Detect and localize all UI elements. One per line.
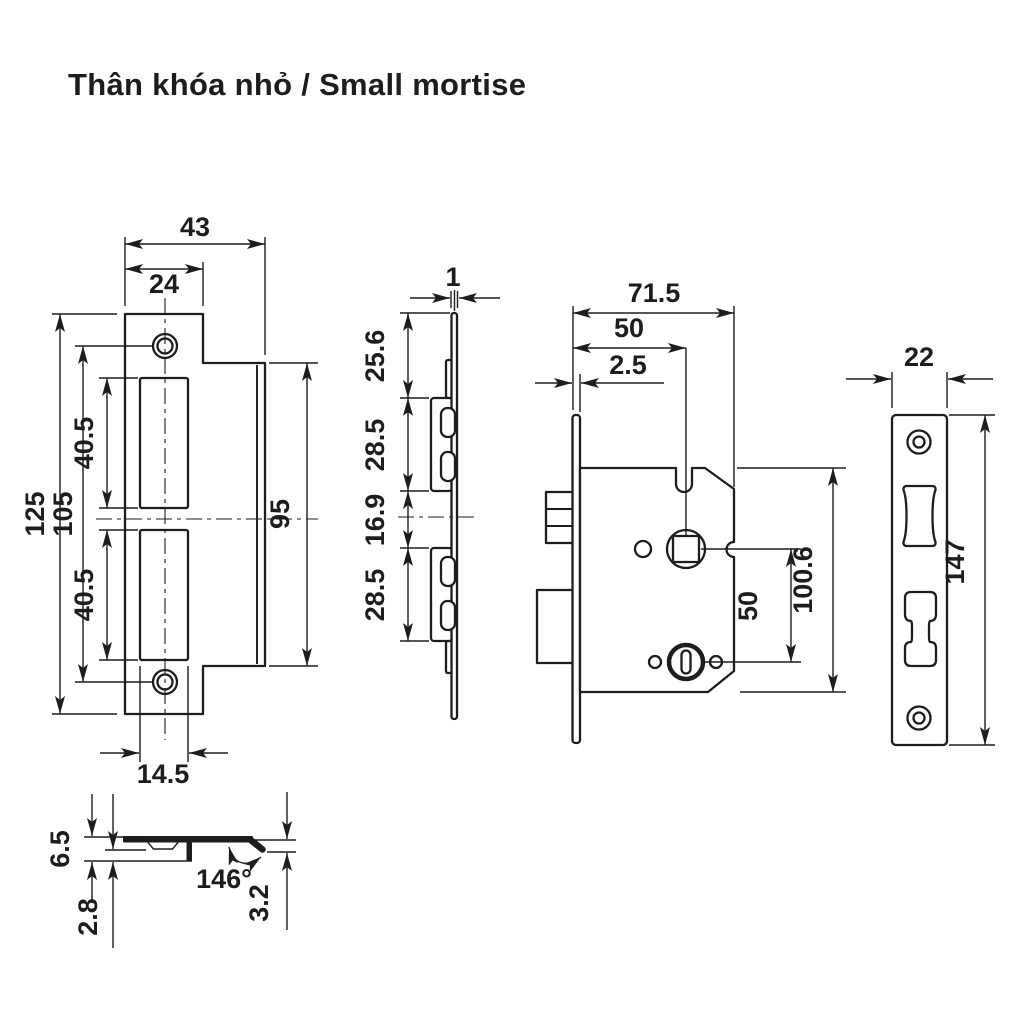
strike-cutout-bottom	[138, 528, 190, 662]
page-title: Thân khóa nhỏ / Small mortise	[68, 67, 527, 102]
profile-pressed-dip	[147, 842, 179, 850]
dim-lip-angle: 146°	[196, 864, 252, 894]
faceplate-deadbolt-cutout	[903, 590, 938, 668]
dim-box-top: 28.5	[360, 419, 390, 472]
faceplate-latch-cutout	[902, 484, 937, 548]
profile-plate	[123, 836, 253, 843]
spindle-square-hole	[671, 534, 701, 564]
faceplate-screw-top	[906, 429, 932, 455]
dim-spindle-to-cylinder: 50	[733, 591, 763, 621]
dim-body-height: 100.6	[788, 546, 818, 614]
profile-lip	[246, 836, 266, 853]
side-slot	[439, 599, 457, 632]
faceplate-front-view: 22 147	[846, 342, 995, 747]
dim-lip-height: 95	[265, 499, 295, 529]
deadbolt	[535, 588, 575, 665]
lock-body-view: 71.5 50 2.5 100.6 50	[535, 278, 846, 745]
faceplate-screw-bottom	[906, 705, 932, 731]
side-plate	[450, 311, 459, 721]
dim-faceplate-height: 147	[940, 539, 970, 584]
profile-tab	[186, 842, 192, 861]
strike-profile-view: 6.5 2.8 146° 3.2	[45, 792, 296, 948]
screw-hole-left	[647, 654, 663, 670]
dim-profile-overall: 6.5	[45, 830, 75, 868]
dim-cutout-height-top: 40.5	[69, 417, 99, 470]
dim-tab-depth: 2.8	[73, 898, 103, 936]
side-slot	[439, 406, 457, 439]
strike-cutout-top	[138, 376, 190, 510]
dim-faceplate-width: 22	[904, 342, 934, 372]
dim-faceplate-thickness: 2.5	[609, 350, 647, 380]
dim-inner-width: 24	[149, 269, 179, 299]
strike-plate-front-view: 43 24 125 105 40.5 40.5 95 14.5	[20, 212, 318, 789]
side-slot	[439, 450, 457, 483]
dim-overall-height: 125	[20, 491, 50, 536]
dim-middle-section: 16.9	[360, 494, 390, 547]
dim-cutout-height-bottom: 40.5	[69, 569, 99, 622]
strike-plate-side-view: 1 25.6 28.5 16.9 28.5	[360, 262, 500, 721]
side-slot	[439, 555, 457, 588]
dim-overall-depth: 71.5	[628, 278, 681, 308]
fixing-hole	[633, 539, 653, 559]
dim-screw-spacing: 105	[48, 491, 78, 536]
dim-plate-thickness: 1	[445, 262, 460, 292]
dim-top-section: 25.6	[360, 330, 390, 383]
keyhole-slot	[680, 649, 692, 675]
latch-bolt	[544, 490, 575, 545]
dim-cutout-width: 14.5	[137, 759, 190, 789]
faceplate-outline	[890, 413, 949, 747]
angle-arc	[228, 846, 262, 872]
dim-box-bottom: 28.5	[360, 569, 390, 622]
dim-lip-drop: 3.2	[244, 884, 274, 922]
lock-body-outline	[578, 466, 736, 694]
dim-backset: 50	[614, 313, 644, 343]
dim-overall-width: 43	[180, 212, 210, 242]
